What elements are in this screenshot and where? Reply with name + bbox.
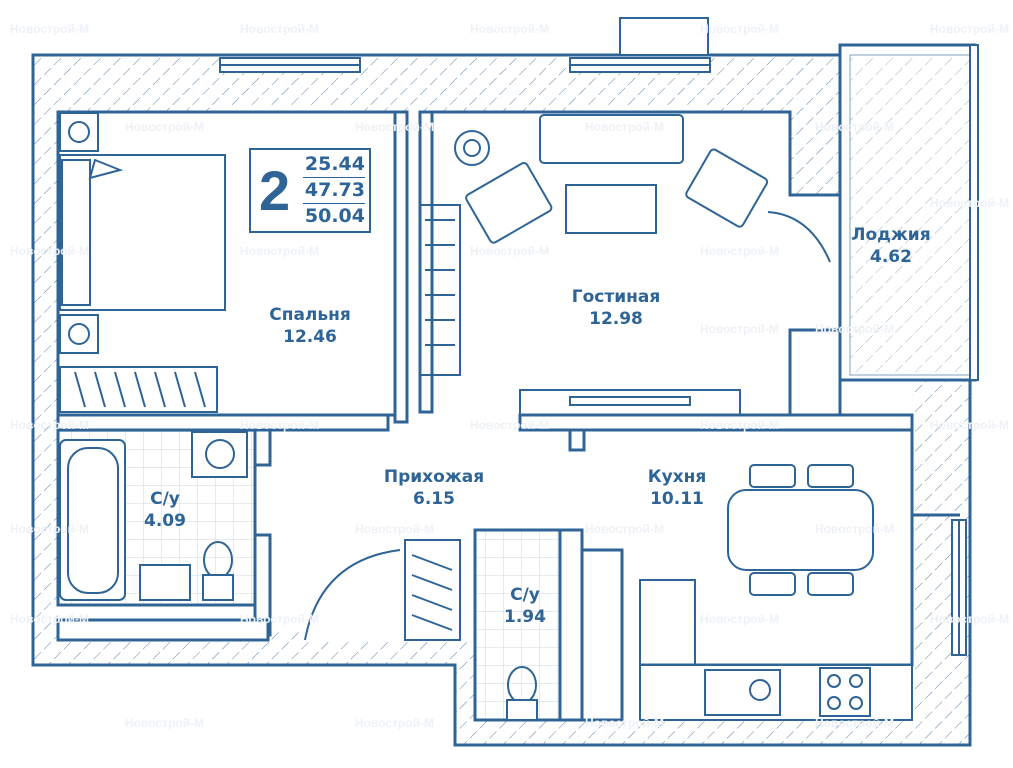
loggia-door bbox=[767, 211, 831, 263]
room-area: 10.11 bbox=[650, 489, 704, 509]
room-area: 12.46 bbox=[283, 327, 337, 347]
room-area: 4.09 bbox=[144, 511, 186, 531]
partitions bbox=[56, 110, 914, 722]
room-area: 4.62 bbox=[870, 247, 912, 267]
hall-entry-door bbox=[304, 549, 401, 641]
loggia bbox=[838, 43, 979, 382]
total-area: 47.73 bbox=[303, 178, 365, 204]
apartment-summary-badge: 2 25.44 47.73 50.04 bbox=[249, 148, 371, 233]
hall-wardrobe bbox=[404, 539, 461, 641]
room-name: Прихожая bbox=[383, 467, 485, 487]
wardrobe bbox=[59, 366, 218, 413]
room-name: Спальня bbox=[269, 305, 351, 325]
room-name: С/у bbox=[150, 489, 180, 509]
bed bbox=[59, 112, 226, 354]
total-with-loggia: 50.04 bbox=[304, 205, 365, 227]
room-name: Кухня bbox=[647, 467, 707, 487]
room-count: 2 bbox=[259, 159, 291, 222]
kitchen-furniture bbox=[639, 464, 913, 721]
room-area: 1.94 bbox=[504, 607, 546, 627]
room-area: 12.98 bbox=[589, 309, 643, 329]
room-area: 6.15 bbox=[413, 489, 455, 509]
room-name: С/у bbox=[510, 585, 540, 605]
living-furniture bbox=[419, 114, 769, 416]
living-area: 25.44 bbox=[303, 152, 365, 178]
bath-fixtures bbox=[59, 431, 538, 721]
room-name: Лоджия bbox=[851, 225, 931, 245]
windows bbox=[219, 17, 967, 656]
room-name: Гостиная bbox=[571, 287, 661, 307]
